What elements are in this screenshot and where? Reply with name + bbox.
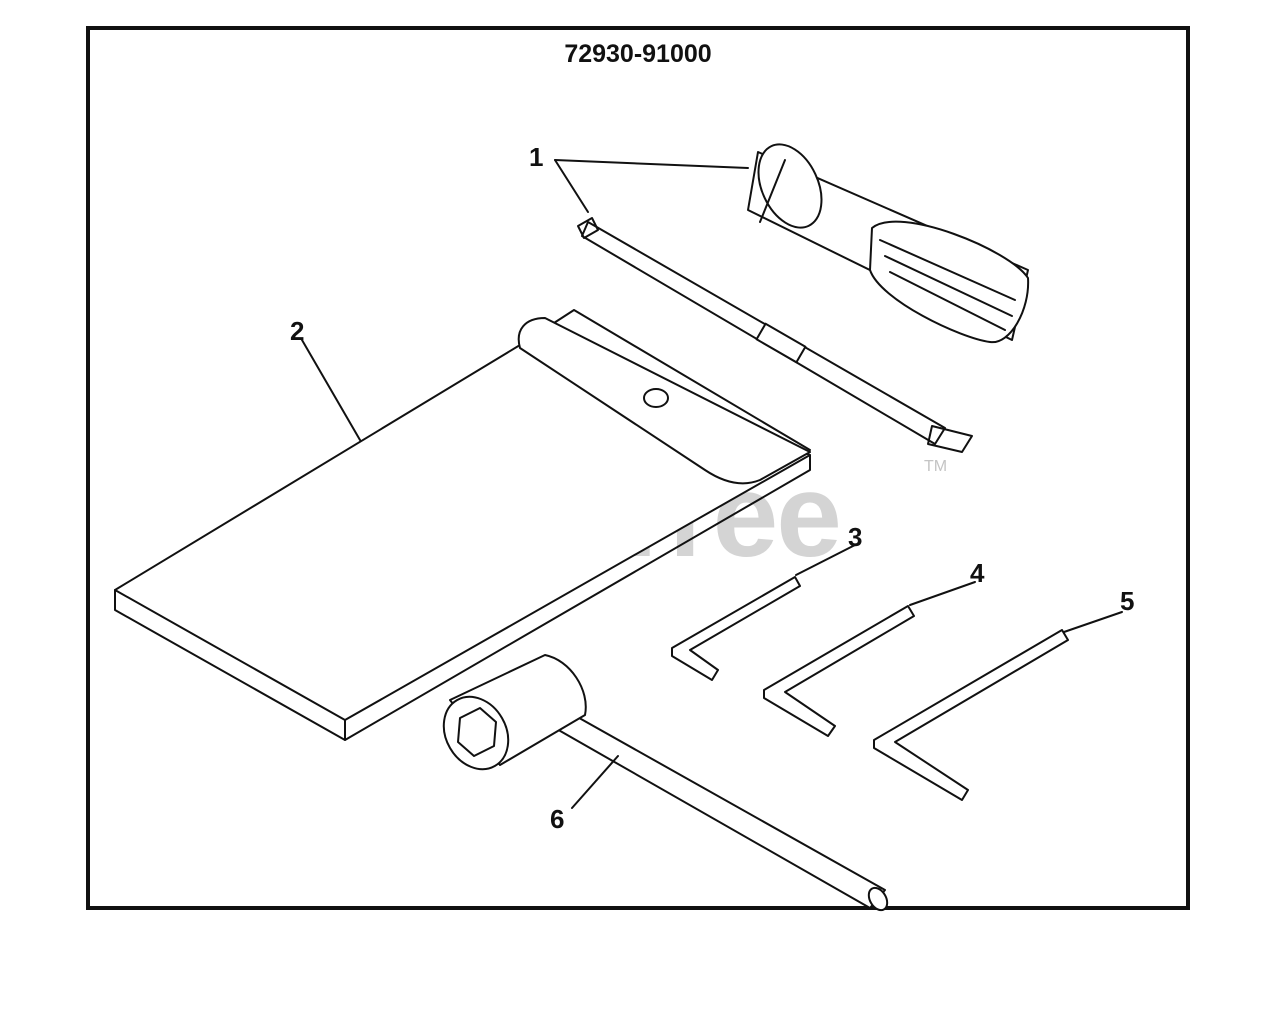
hex-key-small	[671, 576, 801, 681]
hex-key-medium	[763, 605, 915, 737]
screwdriver-handle	[747, 143, 1030, 344]
callout-4: 4	[970, 558, 985, 588]
callout-6: 6	[550, 804, 565, 834]
leader-lines	[301, 159, 1123, 809]
callout-3: 3	[848, 522, 863, 552]
diagram-frame	[86, 26, 1190, 910]
part-number-title: 72930-91000	[564, 40, 712, 68]
callout-1: 1	[529, 142, 544, 172]
screwdriver-shaft	[577, 217, 973, 453]
callout-5: 5	[1120, 586, 1135, 616]
watermark-trademark: TM	[924, 458, 948, 475]
tool-bag	[114, 309, 811, 741]
socket-wrench	[442, 654, 889, 912]
callout-2: 2	[290, 316, 305, 346]
hex-key-large	[873, 629, 1069, 801]
